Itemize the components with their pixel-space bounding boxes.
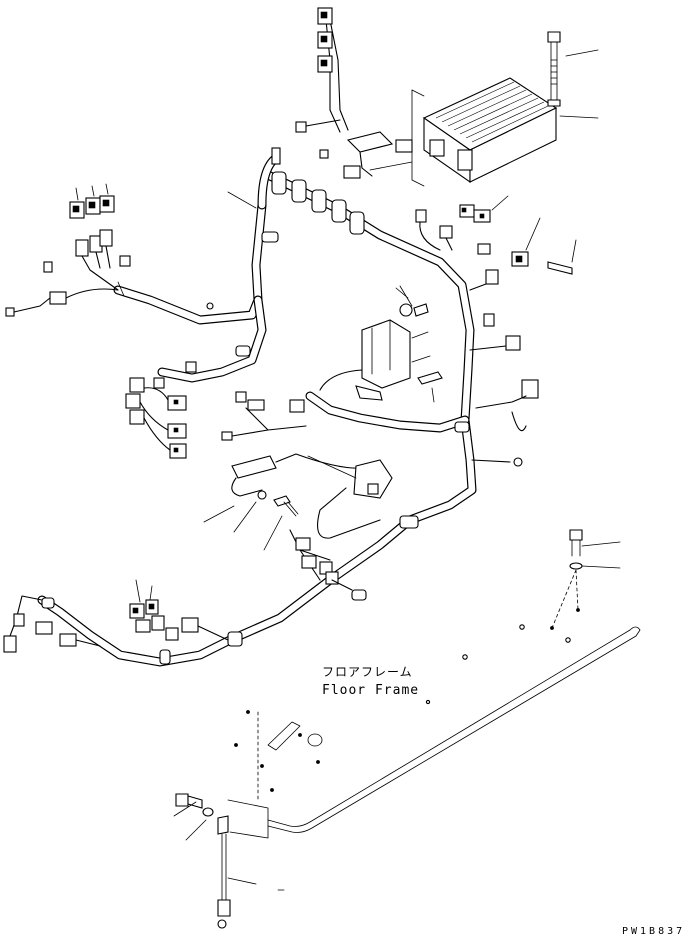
floor-frame-label-jp: フロアフレーム — [322, 665, 413, 679]
ground-cable — [173, 793, 285, 929]
harness-clamps — [41, 171, 470, 665]
controller-unit — [411, 31, 599, 187]
left-upper-connectors — [5, 183, 214, 317]
floor-frame-plate — [227, 608, 641, 839]
lower-left-connectors — [3, 579, 229, 653]
center-relay — [221, 287, 443, 441]
top-connectors — [271, 7, 413, 179]
floor-bolts — [551, 529, 621, 629]
figure-code: PW1B837 — [622, 926, 685, 937]
lower-center-parts — [203, 453, 393, 591]
leader-lines — [227, 191, 413, 479]
right-connectors — [415, 195, 577, 467]
left-middle-connectors — [125, 361, 197, 459]
floor-frame-label-en: Floor Frame — [322, 683, 419, 698]
